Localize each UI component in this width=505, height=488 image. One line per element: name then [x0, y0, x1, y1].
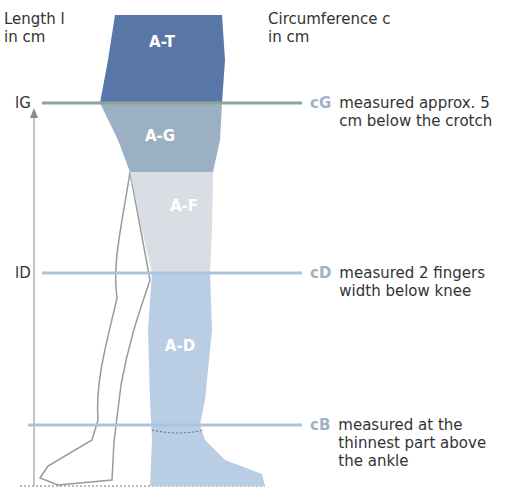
band-label: A-T: [149, 33, 175, 51]
band-fill: [148, 273, 265, 486]
band-shape: [130, 172, 213, 273]
band-fill: [100, 103, 222, 172]
band-fill: [100, 15, 225, 103]
band-label: A-G: [145, 127, 175, 145]
knee-band: A-F: [130, 172, 213, 273]
length-axis: [34, 112, 35, 486]
circumference-mark: cG: [310, 94, 331, 112]
measure-note: measured 2 fingers width below knee: [339, 264, 500, 300]
measure-note: measured at the thinnest part above the …: [338, 416, 500, 470]
thigh-band: A-T: [100, 15, 225, 103]
circumference-mark: cB: [310, 416, 330, 434]
axis-title: Circumference c in cm: [268, 10, 398, 46]
band-label: A-F: [170, 197, 198, 215]
axis-title: Length l in cm: [4, 10, 74, 46]
back-leg: [40, 172, 150, 485]
upper-thigh-band: A-G: [100, 103, 222, 172]
measure-note: measured approx. 5 cm below the crotch: [339, 94, 500, 130]
band-label: A-D: [165, 337, 195, 355]
band-fill: [130, 172, 213, 273]
band-shape: [148, 273, 265, 486]
length-mark: lG: [14, 94, 32, 112]
band-shape: [100, 15, 225, 103]
circumference-mark: cD: [310, 264, 331, 282]
lower-leg-band: A-D: [148, 273, 265, 486]
length-mark: lD: [14, 264, 32, 282]
